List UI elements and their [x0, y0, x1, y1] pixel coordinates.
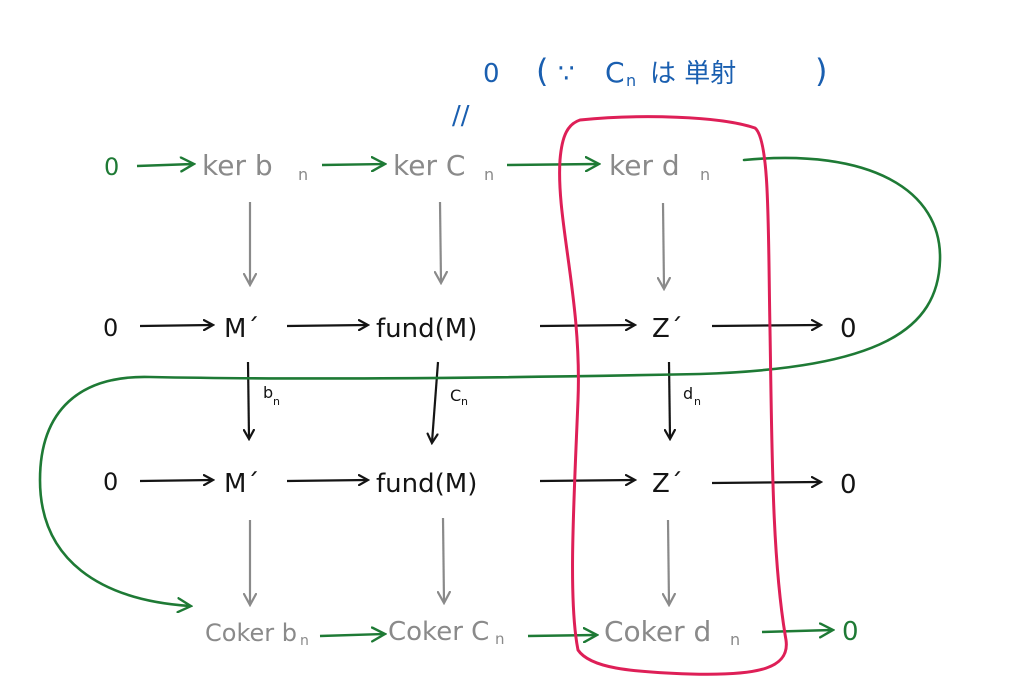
- map-c-arrow: [432, 361, 440, 442]
- injectivity-annotation: 0 ( ∵ C n は 単射 ) //: [452, 52, 827, 131]
- top-row-fund: fund(M): [376, 314, 477, 344]
- arrow-coker-c-to-coker-d: [527, 635, 596, 636]
- top-row-z: Z´: [652, 314, 683, 344]
- map-b-label: b: [263, 383, 273, 402]
- arrow-bottom-zero-to-m: [139, 480, 212, 481]
- arrow-bottom-fund-to-z: [539, 480, 634, 481]
- arrow-bottom-z-to-zero: [711, 482, 820, 483]
- annotation-injective-jp: は 単射: [650, 59, 736, 89]
- arrow-zero-to-ker-b: [136, 164, 193, 166]
- bottom-row-fund: fund(M): [376, 469, 477, 499]
- bottom-row-z: Z´: [652, 469, 683, 499]
- map-b-arrow: [248, 361, 249, 438]
- arrow-ker-c-to-ker-d: [506, 164, 598, 165]
- annotation-close-paren: ): [815, 52, 827, 90]
- arrow-ker-b-to-ker-c: [321, 164, 384, 165]
- arrow-top-zero-to-m: [139, 325, 212, 326]
- arrow-top-m-to-fund: [286, 325, 367, 326]
- annotation-cn: C: [605, 56, 625, 89]
- arrow-to-coker-d: [668, 519, 669, 604]
- map-b-sub: n: [273, 395, 280, 408]
- arrow-coker-d-to-zero: [761, 630, 832, 632]
- coker-d-label: Coker d: [604, 615, 711, 648]
- arrow-ker-c-down: [440, 201, 441, 282]
- map-c-sub: n: [461, 395, 468, 408]
- annotation-open-paren: (: [536, 52, 548, 90]
- ker-d-sub: n: [700, 165, 710, 184]
- highlight-box-right-column: [558, 115, 788, 676]
- ker-c-sub: n: [484, 165, 494, 184]
- cokernel-row: Coker b n Coker C n Coker d n 0: [205, 615, 859, 649]
- coker-c-sub: n: [495, 630, 505, 648]
- ker-b-sub: n: [298, 165, 308, 184]
- kernel-inclusion-arrows: [250, 201, 664, 288]
- top-row-zero-right: 0: [840, 314, 857, 344]
- coker-b-sub: n: [300, 633, 309, 649]
- map-d-sub: n: [694, 395, 701, 408]
- kernel-row: 0 ker b n ker C n ker d n: [104, 149, 710, 184]
- kernel-row-zero: 0: [104, 153, 119, 181]
- map-c-label: C: [450, 386, 461, 405]
- map-d-label: d: [683, 384, 693, 403]
- coker-row-zero: 0: [842, 617, 859, 647]
- coker-d-sub: n: [730, 630, 740, 649]
- top-row-m: M´: [224, 314, 259, 344]
- ker-d-label: ker d: [609, 149, 680, 182]
- annotation-because-symbol: ∵: [558, 59, 575, 89]
- top-row-zero-left: 0: [103, 314, 118, 342]
- bottom-row-zero-left: 0: [103, 468, 118, 496]
- ker-c-label: ker C: [393, 149, 465, 182]
- bottom-row-zero-right: 0: [840, 470, 857, 500]
- bottom-row-m: M´: [224, 469, 259, 499]
- cokernel-projection-arrows: [250, 517, 669, 604]
- coker-b-label: Coker b: [205, 619, 297, 647]
- bottom-exact-row: 0 M´ fund(M) Z´ 0: [103, 468, 857, 500]
- arrow-top-z-to-zero: [711, 325, 820, 326]
- ker-b-label: ker b: [202, 149, 273, 182]
- arrow-ker-d-down: [663, 202, 664, 288]
- coker-c-label: Coker C: [388, 617, 489, 647]
- top-exact-row: 0 M´ fund(M) Z´ 0: [103, 314, 857, 344]
- arrow-coker-b-to-coker-c: [319, 634, 384, 636]
- annotation-cn-sub: n: [626, 71, 636, 90]
- arrow-bottom-m-to-fund: [286, 480, 367, 481]
- annotation-zero: 0: [483, 59, 500, 89]
- snake-connecting-map: [38, 156, 942, 606]
- arrow-top-fund-to-z: [539, 325, 634, 326]
- arrow-to-coker-c: [443, 517, 444, 602]
- annotation-equals-sign: //: [452, 101, 470, 131]
